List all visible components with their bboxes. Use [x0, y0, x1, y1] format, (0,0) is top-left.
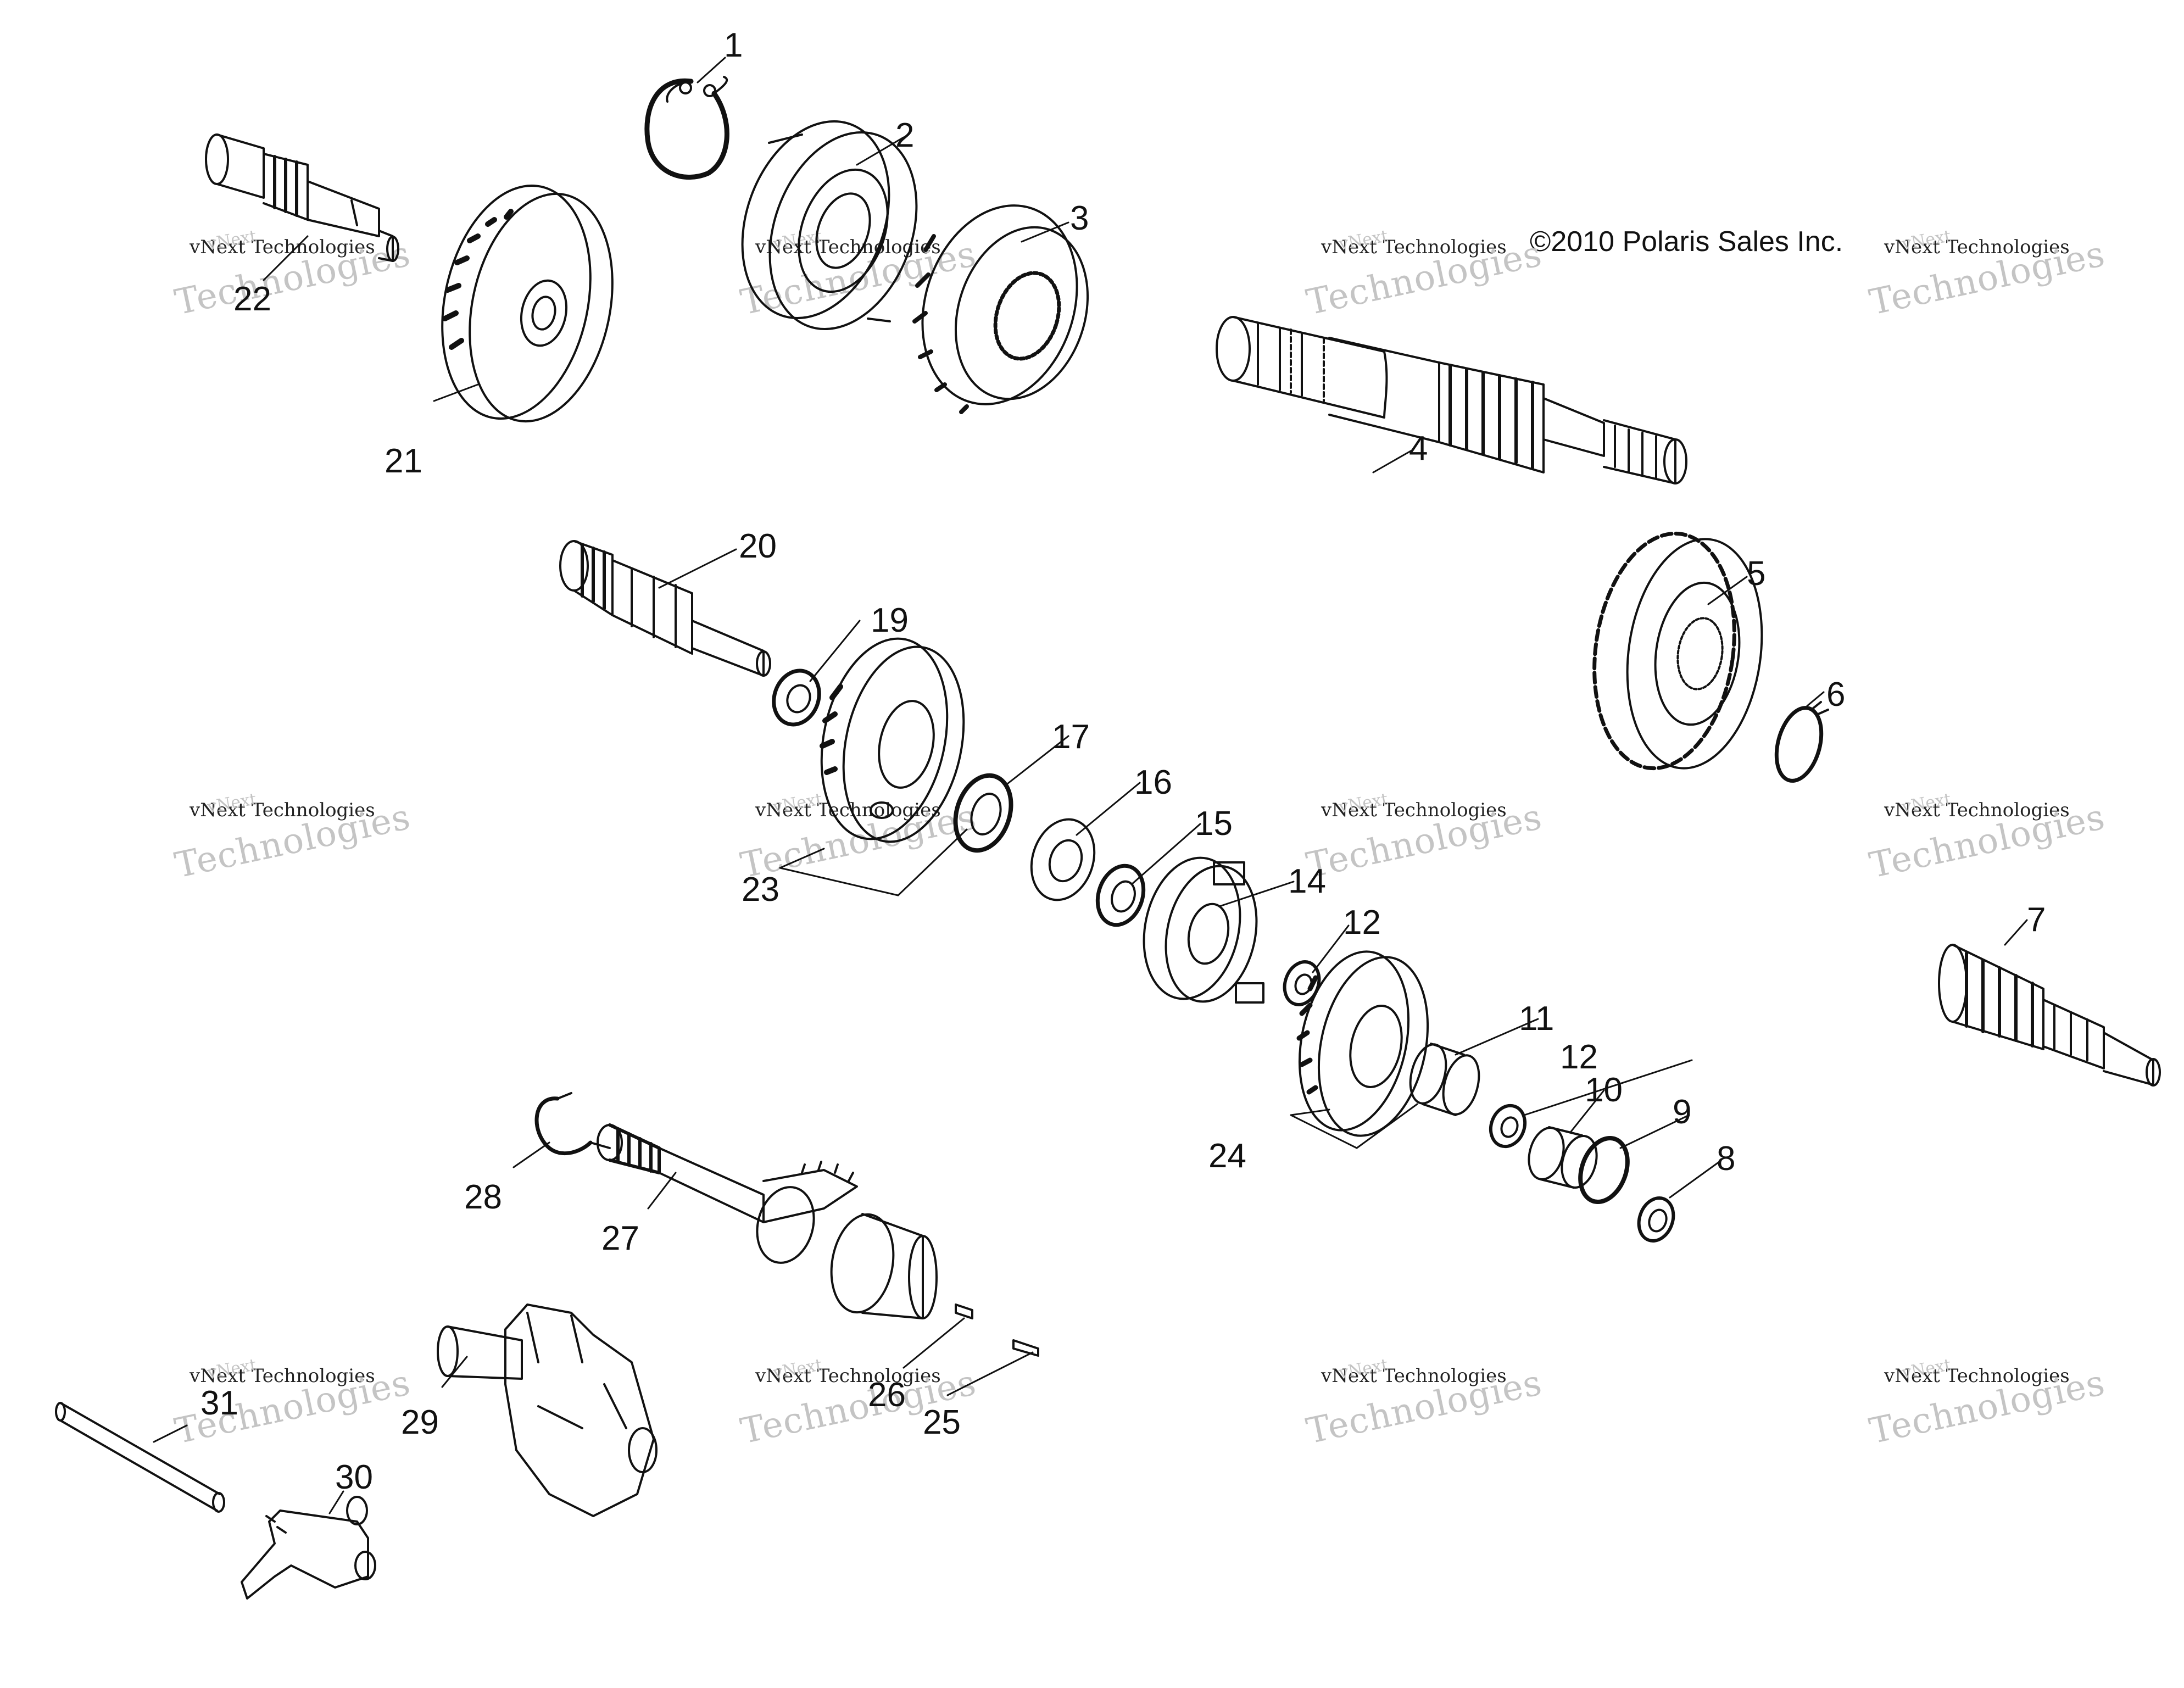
- part-26-pin: [955, 1303, 973, 1319]
- part-1-circlip: [644, 76, 729, 180]
- callout-12-upper: 12: [1343, 904, 1381, 942]
- part-25-pin: [1012, 1339, 1039, 1357]
- callout-28: 28: [464, 1178, 502, 1216]
- part-16-spline-washer: [1030, 818, 1096, 901]
- callout-2: 2: [895, 116, 914, 154]
- part-20-input-shaft: [559, 540, 771, 677]
- part-17-bushing: [953, 773, 1013, 853]
- callout-30: 30: [335, 1458, 373, 1496]
- callout-26: 26: [868, 1376, 906, 1414]
- part-3-gear: [912, 204, 1089, 414]
- callout-25: 25: [923, 1403, 961, 1441]
- callout-20: 20: [739, 527, 777, 565]
- part-5-large-gear: [1592, 531, 1763, 771]
- callout-8: 8: [1717, 1140, 1735, 1178]
- part-14-hub: [1143, 856, 1264, 1004]
- part-2-bearing: [741, 120, 918, 331]
- callout-17: 17: [1052, 718, 1090, 756]
- part-4-shaft: [1216, 316, 1687, 484]
- part-8-washer: [1637, 1196, 1675, 1243]
- callout-21: 21: [385, 442, 422, 480]
- part-21-gear: [441, 184, 614, 423]
- callout-3: 3: [1070, 199, 1089, 237]
- callout-24: 24: [1208, 1137, 1246, 1175]
- part-22-shaft: [205, 133, 399, 262]
- callout-5: 5: [1747, 555, 1765, 593]
- part-27-shift-shaft: [597, 1123, 938, 1319]
- part-19-washer: [772, 668, 821, 727]
- part-23-gear: [820, 637, 965, 843]
- part-24-gear: [1296, 950, 1429, 1137]
- callout-7: 7: [2027, 901, 2046, 939]
- callout-14: 14: [1288, 862, 1326, 900]
- callout-19: 19: [871, 601, 909, 639]
- callout-15: 15: [1195, 805, 1233, 843]
- callout-27: 27: [601, 1219, 639, 1257]
- part-11-bushing: [1409, 1043, 1480, 1116]
- callout-6: 6: [1826, 676, 1845, 714]
- callout-16: 16: [1134, 764, 1172, 801]
- part-31-fork-rod: [55, 1402, 225, 1513]
- callout-12-lower: 12: [1560, 1038, 1598, 1076]
- leader-lines: [153, 57, 2028, 1514]
- callout-31: 31: [200, 1384, 238, 1422]
- callout-9: 9: [1673, 1093, 1691, 1131]
- part-28-clip: [534, 1092, 611, 1155]
- callout-11: 11: [1519, 1000, 1554, 1038]
- part-30-shift-fork: [241, 1496, 376, 1600]
- callout-4: 4: [1409, 430, 1428, 467]
- part-12-washer-lower: [1489, 1104, 1527, 1149]
- part-6-snap-ring: [1774, 701, 1829, 783]
- copyright-notice: ©2010 Polaris Sales Inc.: [1530, 226, 1843, 258]
- part-15-thrust-washer: [1095, 864, 1146, 927]
- callout-29: 29: [401, 1403, 439, 1441]
- callout-1: 1: [724, 26, 743, 64]
- part-29-shift-drum: [437, 1303, 658, 1517]
- callout-22: 22: [233, 280, 271, 318]
- part-7-drive-shaft: [1938, 944, 2161, 1087]
- callout-labels: 1 2 3 4 5 6 7 8 9 10 11 12 12 14 15 16 1…: [200, 26, 2046, 1496]
- part-10-bushing: [1528, 1126, 1598, 1189]
- callout-23: 23: [742, 871, 779, 909]
- part-9-ring: [1578, 1135, 1630, 1205]
- callout-10: 10: [1585, 1071, 1623, 1109]
